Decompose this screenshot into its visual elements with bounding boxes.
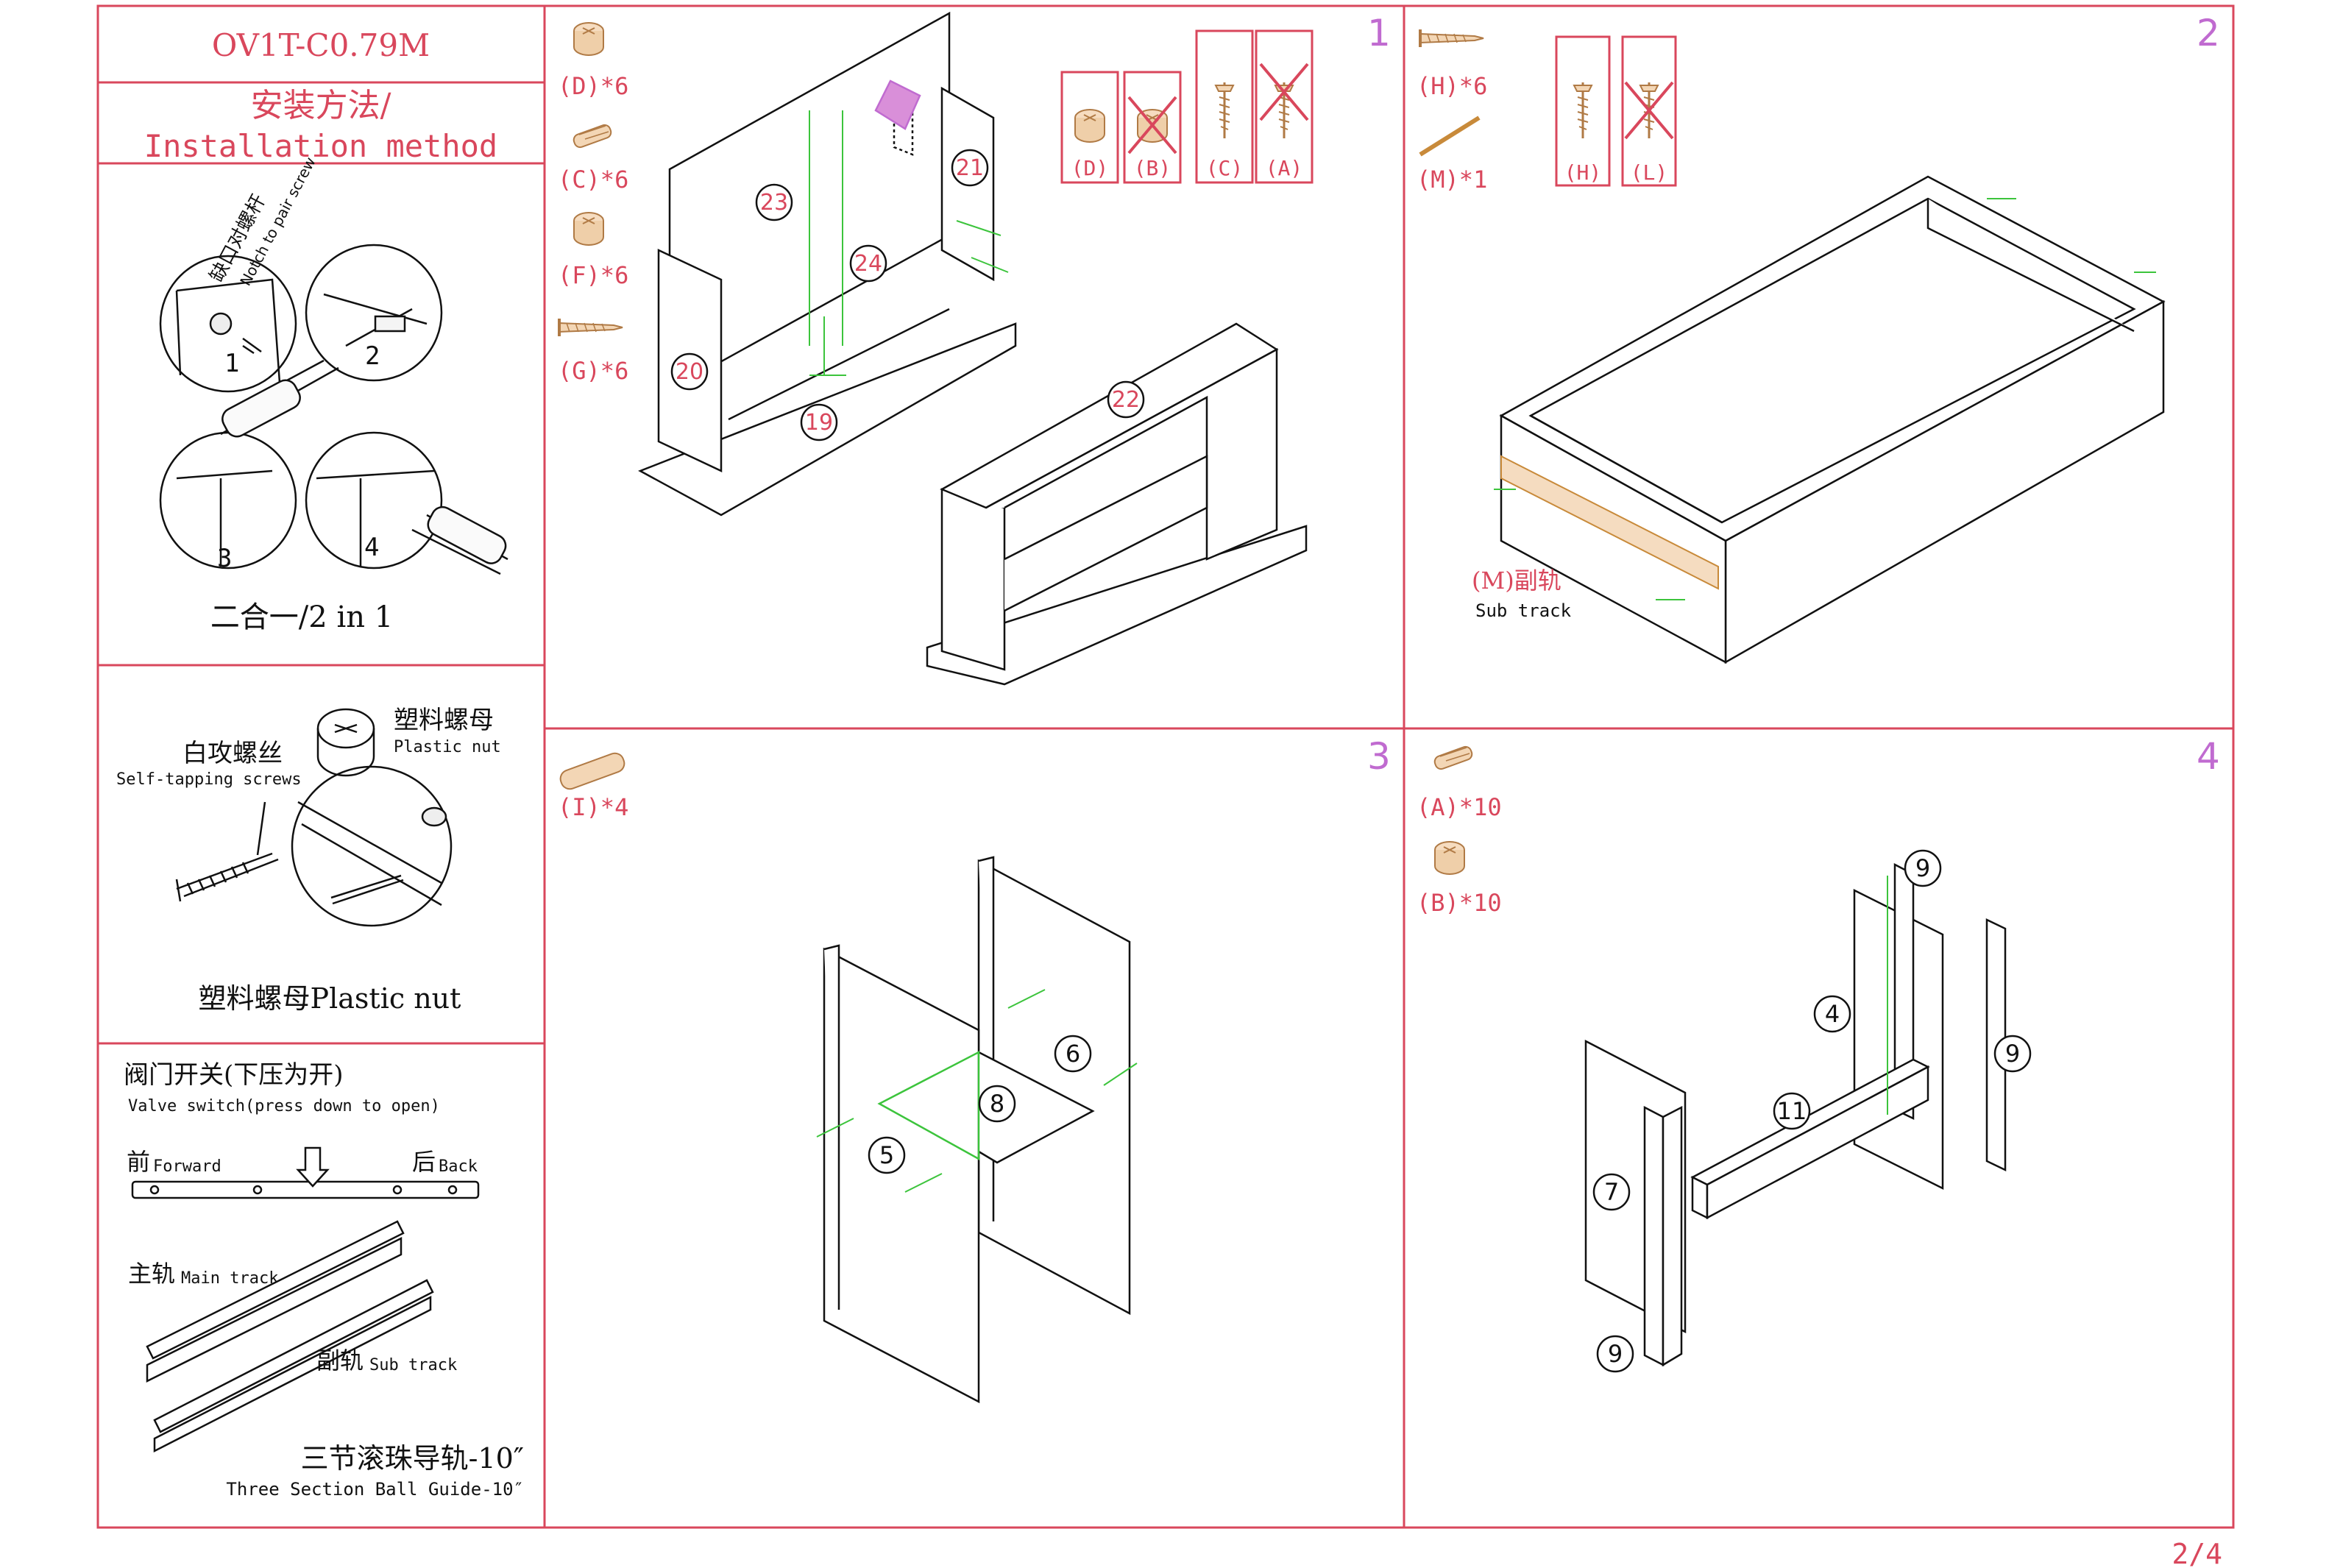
plastic-nut-caption: 塑料螺母Plastic nut <box>199 982 461 1015</box>
panel-11: 11 <box>1777 1097 1807 1125</box>
part-g-label: (G)*6 <box>558 357 628 385</box>
part-i-label: (I)*4 <box>558 793 628 821</box>
screw-icon <box>1419 28 1485 49</box>
screw-icon <box>558 317 624 338</box>
page-number: 2/4 <box>2172 1538 2222 1568</box>
check-h: (H) <box>1564 160 1602 185</box>
two-in-one-caption: 二合一/2 in 1 <box>210 600 393 634</box>
panel-23: 23 <box>760 190 788 216</box>
panel-6: 6 <box>1066 1040 1080 1068</box>
panel-8: 8 <box>990 1090 1004 1118</box>
ball-guide-cn: 三节滚珠导轨-10″ <box>301 1442 524 1475</box>
step1-assembly-left <box>638 11 1017 517</box>
step3-assembly <box>823 856 1131 1404</box>
panel-20: 20 <box>676 359 703 385</box>
plastic-nut-diagram <box>175 708 453 927</box>
dowel-icon <box>571 122 614 150</box>
part-f-label: (F)*6 <box>558 261 628 289</box>
panel-21: 21 <box>956 155 984 181</box>
bolt-icon <box>559 752 625 790</box>
check-d: (D) <box>1071 156 1109 180</box>
forward-label-cn: 前 <box>127 1148 150 1176</box>
drawer-box <box>1499 175 2166 664</box>
step4-assembly <box>1584 862 2007 1367</box>
part-m-label: (M)*1 <box>1417 166 1487 194</box>
step-label-4: 4 <box>364 533 379 562</box>
check-a: (A) <box>1266 156 1303 180</box>
part-c-label: (C)*6 <box>558 166 628 194</box>
part-h-label: (H)*6 <box>1417 72 1487 100</box>
check-c: (C) <box>1206 156 1244 180</box>
step-label-3: 3 <box>217 544 232 573</box>
panel-4: 4 <box>1825 1000 1840 1028</box>
step2-guides <box>1494 198 2156 600</box>
panel-9-bottom: 9 <box>1608 1340 1623 1368</box>
step-label-2: 2 <box>365 341 380 371</box>
cam-lock-icon <box>573 22 604 56</box>
step1-assembly-right <box>926 322 1308 686</box>
forward-label-en: Forward <box>153 1157 221 1176</box>
title-cn: 安装方法/ <box>251 87 391 124</box>
cam-lock-icon <box>1434 841 1465 875</box>
subtrack-label-en: Sub track <box>1475 600 1572 621</box>
step-4-number: 4 <box>2197 735 2220 778</box>
step-label-1: 1 <box>224 349 239 378</box>
check-b: (B) <box>1134 156 1171 180</box>
cross-icon <box>1127 96 1177 155</box>
panel-22: 22 <box>1112 387 1140 413</box>
screw-icon <box>1573 81 1593 140</box>
nut-label-cn: 塑料螺母 <box>394 706 494 735</box>
screw-label-en: Self-tapping screws <box>116 770 302 789</box>
part-d-label: (D)*6 <box>558 72 628 100</box>
subtrack-label-cn: (M)副轨 <box>1472 567 1561 595</box>
back-label-cn: 后 <box>412 1148 436 1176</box>
ball-guide-diagram <box>146 1220 434 1453</box>
valve-rail <box>131 1146 480 1199</box>
back-label-en: Back <box>439 1157 478 1176</box>
step2-hardware-checks <box>1555 35 1677 187</box>
dowel-icon <box>1432 744 1475 772</box>
step-3-number: 3 <box>1367 735 1391 778</box>
page-frame <box>96 4 2235 1529</box>
step1-guides-left <box>809 110 1009 376</box>
valve-title-en: Valve switch(press down to open) <box>128 1097 440 1115</box>
panel-7: 7 <box>1604 1178 1619 1206</box>
panel-5: 5 <box>879 1141 894 1169</box>
check-l: (L) <box>1631 160 1668 185</box>
nut-label-en: Plastic nut <box>394 738 501 756</box>
sub-track-rail <box>1500 455 1719 590</box>
panel-9-right: 9 <box>2005 1040 2020 1068</box>
sub-track-icon <box>1419 116 1481 157</box>
part-b-label: (B)*10 <box>1417 889 1502 917</box>
main-track-cn: 主轨 <box>128 1260 175 1288</box>
sub-track-en: Sub track <box>369 1356 457 1374</box>
ball-guide-en: Three Section Ball Guide-10″ <box>226 1479 524 1500</box>
two-in-one-diagram <box>159 244 508 575</box>
cam-lock-icon <box>573 212 604 246</box>
screw-label-cn: 白攻螺丝 <box>182 739 283 768</box>
step3-guides <box>816 989 1138 1193</box>
part-a-label: (A)*10 <box>1417 793 1502 821</box>
main-track-en: Main track <box>181 1269 278 1288</box>
dowel-icon <box>1214 81 1235 140</box>
panel-19: 19 <box>805 410 833 436</box>
valve-title-cn: 阀门开关(下压为开) <box>124 1060 344 1090</box>
cam-lock-icon <box>1074 109 1105 143</box>
step1-hardware-checks <box>1060 29 1314 184</box>
panel-24: 24 <box>854 251 882 277</box>
sub-track-cn: 副轨 <box>316 1347 364 1374</box>
step-2-number: 2 <box>2197 12 2220 54</box>
panel-9-top: 9 <box>1915 854 1930 882</box>
title-en: Installation method <box>144 128 497 164</box>
step-1-number: 1 <box>1367 12 1391 54</box>
model-code: OV1T-C0.79M <box>212 27 430 63</box>
